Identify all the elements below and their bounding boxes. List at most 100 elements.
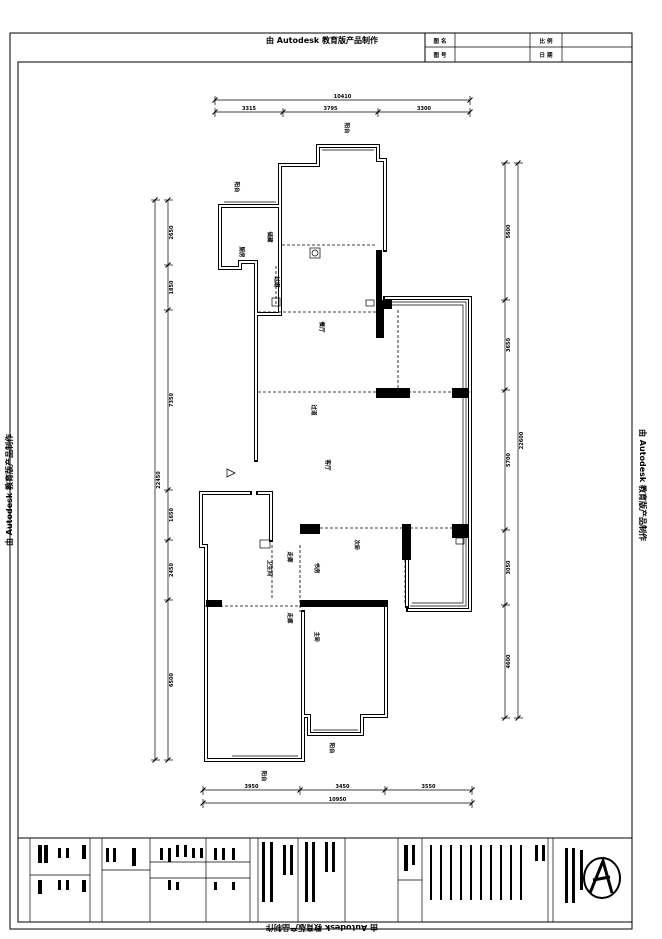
title-block-text-mark — [510, 845, 512, 900]
dim-right-total-value: 22600 — [519, 431, 525, 449]
title-block-text-mark — [470, 845, 472, 900]
dim-right-segment-value: 5700 — [506, 453, 512, 467]
dim-right-segment-value: 4600 — [506, 654, 512, 668]
room-label: 储藏 — [266, 230, 274, 243]
title-block-text-mark — [460, 845, 462, 900]
dim-left-segment-tick — [165, 197, 171, 203]
title-block-text-mark — [232, 848, 235, 860]
title-block-text-mark — [168, 848, 171, 862]
dim-right-total-tick — [515, 715, 521, 721]
dim-left-total-value: 22450 — [156, 471, 162, 489]
title-block-text-mark — [325, 842, 328, 872]
title-block-text-mark — [490, 845, 492, 900]
dim-left-total-tick — [152, 197, 158, 203]
wall-cavity — [200, 145, 471, 761]
title-block-text-mark — [332, 842, 335, 872]
title-block-text-mark — [82, 880, 86, 892]
dim-left-segment-tick — [165, 307, 171, 313]
dim-right-segment-value: 3050 — [506, 560, 512, 574]
dim-right-segment-tick — [502, 297, 508, 303]
dim-bottom-total-value: 10950 — [329, 797, 347, 803]
dim-left-segment-tick — [165, 757, 171, 763]
dim-left-segment-value: 2450 — [169, 563, 175, 577]
watermark-left: 由 Autodesk 教育版产品制作 — [4, 434, 14, 546]
title-block-text-mark — [200, 848, 203, 858]
column — [376, 300, 384, 338]
dim-right-segment-tick — [502, 387, 508, 393]
dim-top-segment-tick — [467, 109, 473, 115]
toilet-bowl — [311, 249, 319, 257]
header-table: 图 名 图 号 比 例 日 期 — [424, 32, 633, 63]
title-block — [17, 837, 633, 923]
header-cell-label: 图 名 — [434, 37, 447, 45]
title-block-text-mark — [38, 845, 42, 863]
column — [300, 524, 320, 534]
room-label: 客厅 — [324, 458, 332, 471]
dim-right-segment-tick — [502, 160, 508, 166]
logo-ring-icon — [583, 857, 621, 899]
structural-columns — [206, 250, 468, 607]
title-block-text-mark — [450, 845, 452, 900]
dim-right-segment-tick — [502, 602, 508, 608]
bay-window-line — [392, 304, 464, 604]
title-block-text-mark — [66, 880, 69, 890]
title-block-text-mark — [440, 845, 442, 900]
title-block-text-mark — [500, 845, 502, 900]
floor-drain — [271, 297, 281, 307]
dim-right-segment-tick — [502, 715, 508, 721]
title-block-text-mark — [214, 848, 217, 860]
title-block-text-mark — [580, 850, 583, 890]
watermark-top: 由 Autodesk 教育版产品制作 — [266, 35, 378, 45]
dim-top-total-tick — [467, 97, 473, 103]
title-block-text-mark — [106, 848, 109, 862]
dim-right-segment-value: 5600 — [506, 224, 512, 238]
dim-left-segment-value: 1850 — [169, 280, 175, 294]
dim-left-segment-tick — [165, 487, 171, 493]
dim-bottom-segment-tick — [297, 787, 303, 793]
dim-right-total-tick — [515, 160, 521, 166]
title-block-text-mark — [160, 848, 163, 860]
column — [300, 600, 388, 607]
watermark-right: 由 Autodesk 教育版产品制作 — [638, 429, 648, 541]
shaft — [365, 299, 375, 307]
room-label: 走廊 — [286, 550, 294, 563]
room-label: 阳台 — [233, 181, 241, 193]
title-block-text-mark — [535, 845, 538, 861]
outer-border — [9, 32, 633, 930]
room-label: 走廊 — [286, 611, 294, 624]
room-label: 过道 — [273, 276, 281, 288]
drawing-frame — [9, 32, 633, 930]
dim-bottom-segment-value: 3450 — [336, 784, 350, 790]
title-block-text-mark — [44, 845, 48, 863]
title-block-text-mark — [262, 842, 265, 902]
title-block-text-mark — [58, 880, 61, 890]
watermark-bottom: 由 Autodesk 教育版产品制作 — [266, 923, 378, 933]
title-block-text-mark — [283, 845, 286, 875]
title-block-text-mark — [232, 882, 235, 890]
dim-left-segment-tick — [165, 597, 171, 603]
walls — [199, 144, 472, 762]
title-block-text-mark — [565, 848, 568, 903]
title-block-text-mark — [412, 845, 415, 865]
dim-bottom-segment-value: 3950 — [245, 784, 259, 790]
title-block-text-mark — [58, 848, 61, 858]
title-block-text-mark — [270, 842, 273, 902]
inner-border — [17, 61, 633, 923]
title-block-text-mark — [113, 848, 116, 862]
dim-left-segment-value: 1650 — [169, 508, 175, 522]
fixtures — [226, 247, 465, 549]
title-block-text-mark — [168, 880, 171, 890]
dim-right-segment-tick — [502, 527, 508, 533]
title-block-text-mark — [132, 848, 136, 866]
title-block-text-mark — [542, 845, 545, 861]
toilet-fixture — [309, 247, 321, 259]
room-label: 阳台 — [343, 122, 351, 134]
dim-right-segment-value: 3650 — [506, 338, 512, 352]
wall-outline — [199, 144, 472, 762]
title-block-box — [17, 837, 633, 923]
room-label: 书房 — [313, 562, 321, 574]
title-block-text-mark — [480, 845, 482, 900]
